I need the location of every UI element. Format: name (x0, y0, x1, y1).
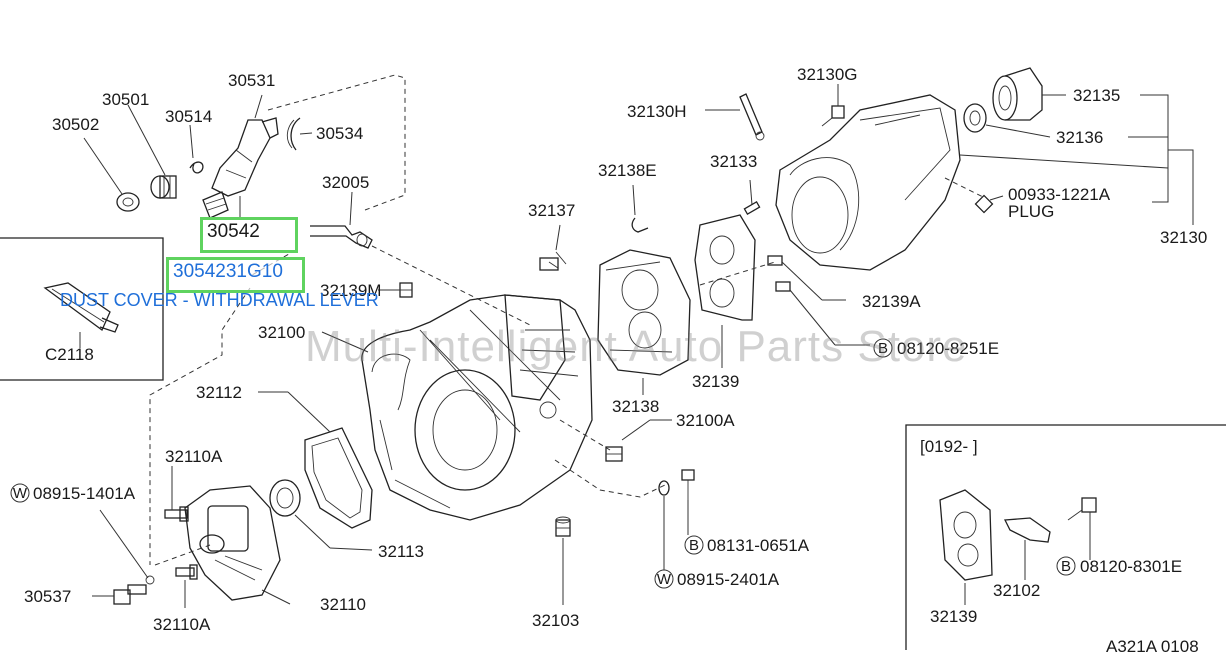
label-08131-0651a: 08131-0651A (707, 536, 810, 555)
label-plug: PLUG (1008, 202, 1054, 221)
highlighted-part-description-link[interactable]: DUST COVER - WITHDRAWAL LEVER (60, 290, 379, 310)
bushing-32135-icon (992, 67, 1043, 121)
label-30501: 30501 (102, 90, 149, 109)
inset-bracket-icon (1003, 517, 1051, 543)
oil-seal-icon (269, 479, 301, 517)
label-30531: 30531 (228, 71, 275, 90)
adapter-plate-icon (597, 249, 691, 376)
label-32139m: 32139M (320, 281, 381, 300)
label-32110a-top: 32110A (165, 447, 223, 466)
watermark: Multi-Intelligent Auto Parts Store (305, 322, 968, 371)
bolt-32130g-icon (821, 105, 845, 127)
label-32138e: 32138E (598, 161, 657, 180)
bolt-mark-08120-8251e: B (873, 338, 893, 358)
label-32139: 32139 (692, 372, 739, 391)
label-32137: 32137 (528, 201, 575, 220)
bolt-32110a-bottom-icon (175, 564, 198, 580)
svg-text:W: W (657, 571, 672, 588)
transmission-case-icon (361, 294, 593, 521)
label-32130h: 32130H (627, 102, 687, 121)
label-32110: 32110 (320, 595, 366, 614)
sealant-inset-box (0, 237, 164, 381)
dust-cap-icon (116, 192, 140, 212)
label-inset-32139: 32139 (930, 607, 977, 626)
label-32139a: 32139A (862, 292, 921, 311)
svg-text:B: B (878, 340, 888, 357)
washer-mark-08915-1401a: W (10, 483, 30, 503)
label-32100: 32100 (258, 323, 305, 342)
label-30502: 30502 (52, 115, 99, 134)
svg-text:W: W (13, 485, 28, 502)
svg-text:B: B (689, 537, 699, 554)
gasket-32139-icon (694, 214, 756, 321)
label-32112: 32112 (196, 383, 242, 402)
svg-text:B: B (1061, 558, 1071, 575)
label-32110a-bottom: 32110A (153, 615, 211, 634)
withdrawal-lever-group (83, 74, 531, 565)
label-32135: 32135 (1073, 86, 1120, 105)
variant-inset-box (905, 424, 1226, 650)
label-00933-1221a: 00933-1221A (1008, 185, 1111, 204)
stud-32137-icon (539, 251, 567, 271)
washer-mark-08915-2401a: W (654, 569, 674, 589)
oil-seal-32136-icon (963, 103, 987, 133)
pivot-ball-icon (150, 175, 177, 199)
rear-extension-housing-icon (775, 94, 961, 271)
bolt-32139a-icon (767, 255, 783, 266)
label-32138: 32138 (612, 397, 659, 416)
inset-range-label: [0192- ] (920, 437, 978, 456)
label-32130g: 32130G (797, 65, 858, 84)
highlighted-part-number-link[interactable]: 3054231G10 (166, 257, 305, 293)
bolt-32110a-top-icon (164, 506, 189, 522)
fitting-32005-icon (310, 225, 373, 249)
bolt-mark-08120-8301e: B (1056, 556, 1076, 576)
label-32103: 32103 (532, 611, 579, 630)
label-inset-32102: 32102 (993, 581, 1040, 600)
label-inset-08120-8301e: 08120-8301E (1080, 557, 1182, 576)
label-08915-1401a: 08915-1401A (33, 484, 136, 503)
label-32133: 32133 (710, 152, 757, 171)
withdrawal-lever-dust-cover-icon (202, 191, 229, 219)
label-30514: 30514 (165, 107, 212, 126)
drain-plug-icon (555, 516, 571, 537)
label-c2118: C2118 (45, 345, 94, 364)
front-cover-icon (184, 485, 281, 601)
bolt-08131-icon (681, 469, 695, 500)
sealant-tube-icon (43, 282, 119, 333)
bolt-30537-icon (113, 584, 147, 605)
gasket-32112-icon (304, 427, 373, 529)
label-32113: 32113 (378, 542, 424, 561)
highlighted-part-callout[interactable]: 30542 (200, 217, 298, 253)
plug-32139m-icon (399, 282, 413, 298)
label-32100a: 32100A (676, 411, 735, 430)
label-32130: 32130 (1160, 228, 1207, 247)
label-08120-8251e: 08120-8251E (897, 339, 999, 358)
inset-gasket-icon (939, 489, 993, 581)
label-30534: 30534 (316, 124, 363, 143)
label-32005: 32005 (322, 173, 369, 192)
pin-32138e-icon (631, 217, 649, 233)
label-32136: 32136 (1056, 128, 1103, 147)
bolt-mark-08131-0651a: B (684, 535, 704, 555)
label-30537: 30537 (24, 587, 71, 606)
label-08915-2401a: 08915-2401A (677, 570, 780, 589)
bolt-08120-8251e-icon (775, 281, 791, 292)
inset-bolt-icon (1067, 497, 1097, 521)
plug-00933-icon (974, 194, 994, 214)
pin-32130h-icon (739, 93, 765, 141)
plug-32100a-icon (605, 446, 623, 462)
diagram-code: A321A 0108 (1106, 637, 1199, 656)
